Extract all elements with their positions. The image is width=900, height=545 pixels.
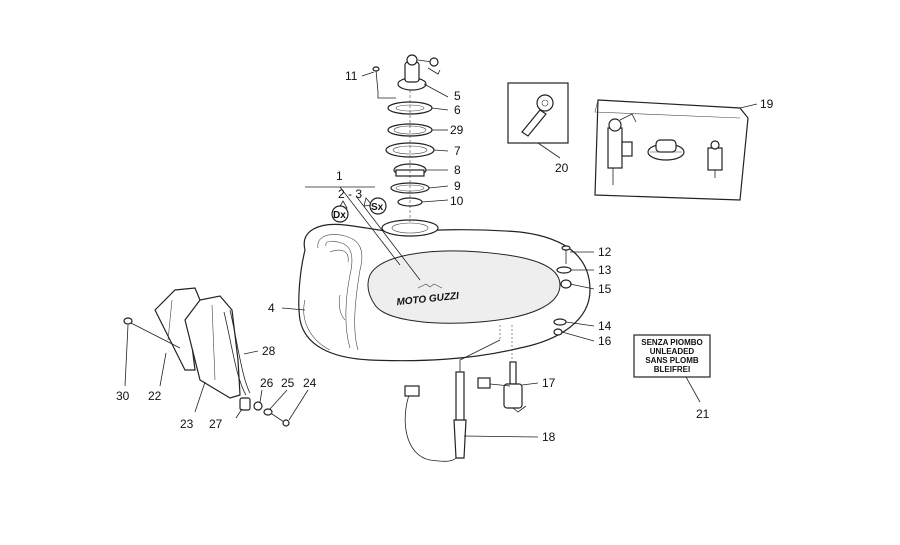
label-23: 23 xyxy=(180,417,194,431)
filler-neck xyxy=(381,219,439,237)
tank-fasteners xyxy=(553,245,572,336)
label-28: 28 xyxy=(262,344,276,358)
label-8: 8 xyxy=(454,163,461,177)
label-27: 27 xyxy=(209,417,223,431)
cover-fasteners xyxy=(239,397,290,427)
label-10: 10 xyxy=(450,194,464,208)
key-item-box xyxy=(507,82,569,144)
label-26: 26 xyxy=(260,376,274,390)
label-9: 9 xyxy=(454,179,461,193)
label-30: 30 xyxy=(116,389,130,403)
label-11: 11 xyxy=(345,69,358,83)
label-2-3: 2 - 3 xyxy=(338,187,362,201)
label-15: 15 xyxy=(598,282,612,296)
fuel-sign-line1: SENZA PIOMBO xyxy=(641,338,702,347)
label-7: 7 xyxy=(454,144,461,158)
label-12: 12 xyxy=(598,245,612,259)
fuel-cap-assembly xyxy=(372,54,441,222)
label-24: 24 xyxy=(303,376,317,390)
label-6: 6 xyxy=(454,103,461,117)
label-sx: Sx xyxy=(371,202,384,213)
label-4: 4 xyxy=(268,301,275,315)
label-21: 21 xyxy=(696,407,710,421)
fuel-sign-line4: BLEIFREI xyxy=(654,365,690,374)
fuel-taps xyxy=(404,325,527,462)
unleaded-fuel-label xyxy=(633,334,711,378)
side-covers xyxy=(123,287,251,399)
label-dx: Dx xyxy=(333,210,346,221)
label-18: 18 xyxy=(542,430,556,444)
label-19: 19 xyxy=(760,97,774,111)
label-20: 20 xyxy=(555,161,569,175)
label-29: 29 xyxy=(450,123,464,137)
valve-kit-bag xyxy=(594,99,749,201)
label-1: 1 xyxy=(336,169,343,183)
label-17: 17 xyxy=(542,376,556,390)
fuel-sign-line3: SANS PLOMB xyxy=(645,356,699,365)
fuel-tank xyxy=(298,223,591,362)
label-5: 5 xyxy=(454,89,461,103)
label-25: 25 xyxy=(281,376,295,390)
label-22: 22 xyxy=(148,389,162,403)
fuel-sign-line2: UNLEADED xyxy=(650,347,695,356)
label-14: 14 xyxy=(598,319,612,333)
label-13: 13 xyxy=(598,263,612,277)
label-16: 16 xyxy=(598,334,612,348)
eagle-emblem xyxy=(417,283,443,289)
